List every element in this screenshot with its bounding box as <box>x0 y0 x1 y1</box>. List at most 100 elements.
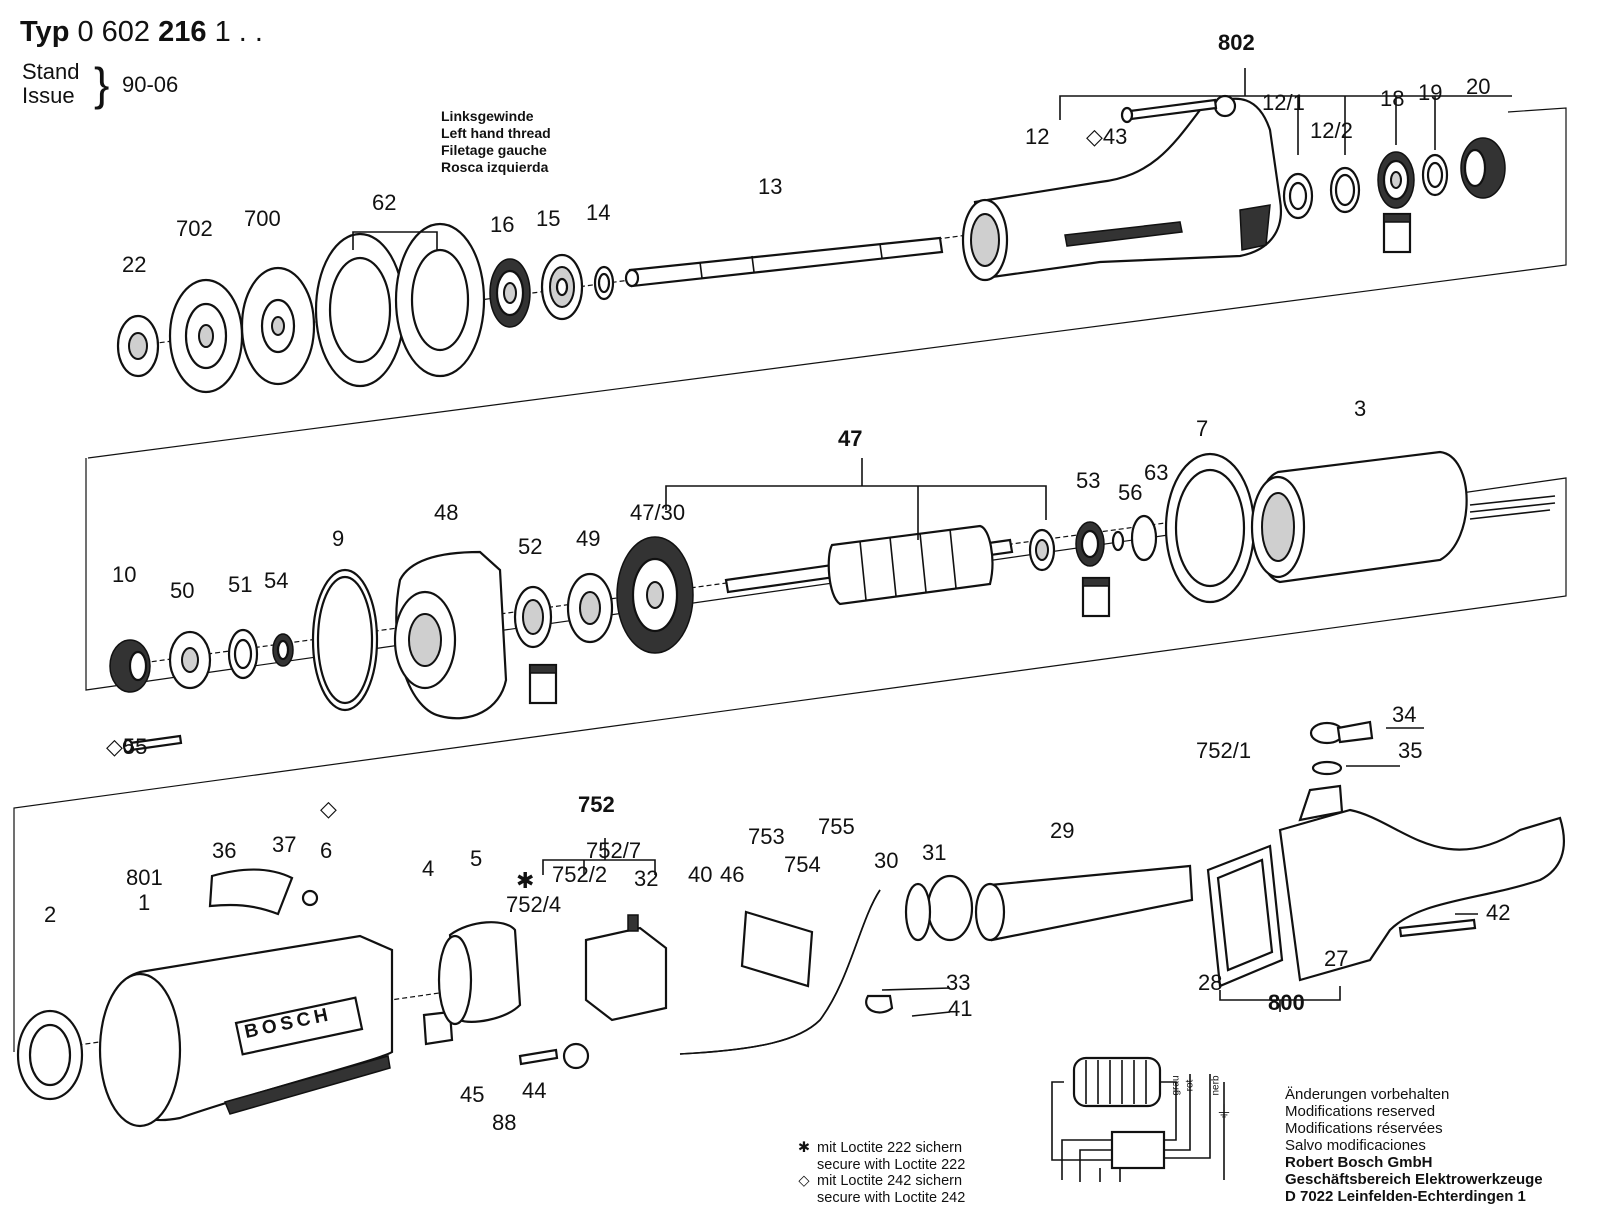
part-12-2-ring <box>1329 166 1361 214</box>
callout-row3-20: 30 <box>874 848 898 873</box>
callout-row3-7: 4 <box>422 856 434 881</box>
part-12-gear-housing <box>961 94 1283 282</box>
part-54-ring <box>272 633 294 667</box>
callout-row2-6: 52 <box>518 534 542 559</box>
callout-row1-5: 15 <box>536 206 560 231</box>
part-27-handle <box>1278 784 1565 982</box>
part-9-o-ring <box>311 568 379 712</box>
callout-row2-12: 63 <box>1144 460 1168 485</box>
part-6-screw <box>301 889 319 907</box>
row1-parts <box>116 94 1506 394</box>
callout-row3-11: 752/2 <box>552 862 607 887</box>
callout-row1-12: 12/2 <box>1310 118 1353 143</box>
part-4-clamp <box>422 1010 454 1046</box>
callout-row3-0: 2 <box>44 902 56 927</box>
callout-row3-34: 44 <box>522 1078 546 1103</box>
part-50-flange <box>168 630 212 690</box>
part-3-field <box>1250 450 1556 584</box>
callout-row2-5: 48 <box>434 500 458 525</box>
part-56-ring <box>1111 530 1125 552</box>
grease-tin-icon-3 <box>1081 576 1111 618</box>
callout-row3-9: 752 <box>578 792 615 817</box>
part-7-baffle <box>1164 452 1256 604</box>
callout-row3-23: 28 <box>1198 970 1222 995</box>
callout-row2-11: 56 <box>1118 480 1142 505</box>
part-30-cable <box>679 889 881 1055</box>
earth-symbol: ⏚ <box>1216 1104 1233 1121</box>
row3-parts <box>16 720 1565 1128</box>
callout-row3-3: 36 <box>212 838 236 863</box>
callout-row2-8: 47/30 <box>630 500 685 525</box>
callout-row3-26: 42 <box>1486 900 1510 925</box>
part-1-motor-housing <box>98 934 394 1128</box>
part-12-1-ring <box>1282 172 1314 220</box>
callout-row1-4: 16 <box>490 212 514 237</box>
callout-row1-6: 14 <box>586 200 610 225</box>
callout-row3-4: 37 <box>272 832 296 857</box>
callout-row3-24: 800 <box>1268 990 1305 1015</box>
part-14-ring <box>593 265 615 301</box>
part-62-discs <box>314 222 486 388</box>
row2-parts <box>109 450 1556 754</box>
callout-row3-30: 33 <box>946 970 970 995</box>
model-number: Typ 0 602 216 1 . . <box>20 16 263 48</box>
callout-row3-31: 41 <box>948 996 972 1021</box>
callout-row1-11: 12/1 <box>1262 90 1305 115</box>
callout-row2-4: 9 <box>332 526 344 551</box>
callout-row1-14: 19 <box>1418 80 1442 105</box>
panel-frames <box>13 107 1567 1052</box>
part-2-ring <box>16 1009 84 1101</box>
brace-glyph: } <box>94 58 110 110</box>
part-5-cap <box>437 921 522 1026</box>
callout-row2-0: 10 <box>112 562 136 587</box>
part-42-screw <box>1398 918 1477 938</box>
part-753-plate <box>740 910 814 988</box>
part-29-cable-guard <box>974 864 1194 942</box>
callout-row3-18: 755 <box>818 814 855 839</box>
callout-row3-1: 801 <box>126 865 163 890</box>
part-52-bearing <box>513 585 553 649</box>
wiring-label-3: nerb <box>1210 1075 1222 1096</box>
callout-row2-1: 50 <box>170 578 194 603</box>
part-16-bearing <box>489 258 531 328</box>
star-symbol: ✱ <box>797 1140 811 1156</box>
bracket-lines <box>352 68 1512 1017</box>
issue-date: 90-06 <box>122 72 179 97</box>
part-752-switch <box>584 914 668 1022</box>
callout-row1-9: ◇43 <box>1086 124 1127 149</box>
part-35-washer <box>1311 760 1343 776</box>
callout-row1-10: 802 <box>1218 30 1255 55</box>
part-20-pinion <box>1460 137 1506 199</box>
callout-row1-2: 700 <box>244 206 281 231</box>
callout-row3-27: 34 <box>1392 702 1416 727</box>
grease-tin-icon <box>1382 212 1412 254</box>
callout-row3-15: 40 <box>688 862 712 887</box>
callout-row3-6: 6 <box>320 838 332 863</box>
part-15-bearing <box>540 253 584 321</box>
loctite-legend: ✱mit Loctite 222 sichern secure with Loc… <box>795 1140 965 1206</box>
wiring-schematic <box>1051 1056 1225 1182</box>
part-47-armature <box>724 524 1014 606</box>
callout-row2-14: 3 <box>1354 396 1366 421</box>
part-31-grommet <box>904 874 974 942</box>
thread-note: Linksgewinde Left hand thread Filetage g… <box>441 108 551 175</box>
callout-row1-15: 20 <box>1466 74 1490 99</box>
callout-row3-8: 5 <box>470 846 482 871</box>
part-47-small-bearing <box>1028 528 1056 572</box>
imprint-block: Änderungen vorbehalten Modifications res… <box>1285 1086 1543 1205</box>
part-19-ring <box>1421 153 1449 197</box>
part-22-flange-nut <box>116 314 160 378</box>
part-48-bearing-plate <box>393 550 508 720</box>
callout-row3-25: 27 <box>1324 946 1348 971</box>
part-10-pinion <box>109 639 151 693</box>
callout-row1-8: 12 <box>1025 124 1049 149</box>
callout-row2-15: ◇55 <box>106 734 147 759</box>
part-702-flange <box>168 278 244 394</box>
wiring-label-1: grau <box>1170 1075 1182 1096</box>
part-44-screw <box>518 1048 559 1066</box>
callout-row3-5: ◇ <box>320 796 337 821</box>
callout-row3-33: 88 <box>492 1110 516 1135</box>
part-55-screw <box>122 734 183 754</box>
callout-row3-22: 29 <box>1050 818 1074 843</box>
callout-row3-28: 752/1 <box>1196 738 1251 763</box>
